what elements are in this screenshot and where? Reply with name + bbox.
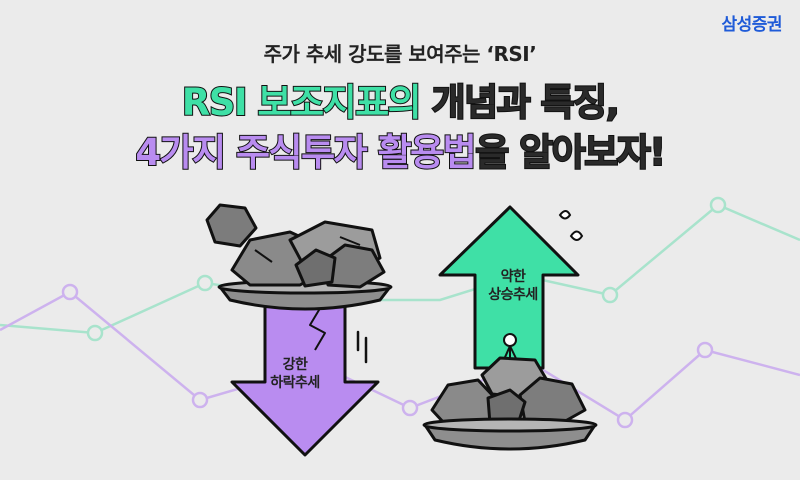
down-arrow-label: 강한 하락추세 (250, 356, 340, 392)
down-label-line-2: 하락추세 (270, 375, 320, 391)
green-trend-line (0, 203, 800, 335)
up-label-line-1: 약한 (500, 269, 526, 285)
brand-logo: 삼성증권 (721, 15, 782, 35)
headline-text-2: 을 알아보자! (474, 131, 667, 175)
headline-highlight-purple: 4가지 주식투자 (134, 131, 368, 175)
heavy-rocks-icon (205, 203, 386, 289)
headline-highlight-green: RSI 보조지표의 (181, 81, 423, 125)
down-arrow-icon (230, 298, 380, 457)
headline-line-1: RSI 보조지표의 개념과 특징, (0, 81, 800, 125)
right-pan-icon (422, 417, 598, 451)
up-label-line-2: 상승추세 (488, 287, 538, 303)
down-label-line-1: 강한 (282, 357, 308, 373)
subtitle: 주가 추세 강도를 보여주는 ‘RSI’ (263, 42, 537, 66)
headline-text: 개념과 특징, (420, 81, 621, 125)
headline-line-2: 4가지 주식투자 활용법을 알아보자! (0, 131, 800, 175)
sweat-drops-icon (558, 210, 584, 241)
headline-highlight-purple-2: 활용법 (377, 131, 478, 175)
up-arrow-label: 약한 상승추세 (468, 268, 558, 304)
motion-lines (356, 330, 368, 364)
rocks-icon (430, 356, 587, 426)
